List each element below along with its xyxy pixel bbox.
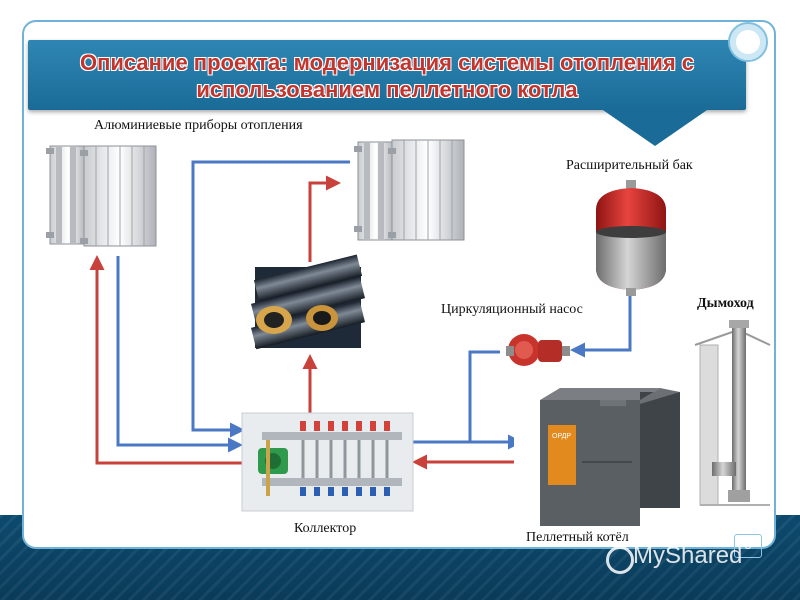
- radiator-left-icon: [42, 130, 162, 248]
- watermark-logo-icon: [606, 546, 634, 574]
- expansion-tank-icon: [596, 180, 666, 296]
- pipe-tank-to-pump: [570, 290, 632, 358]
- label-pump: Циркуляционный насос: [441, 302, 583, 317]
- radiator-right-icon: [350, 130, 472, 248]
- corner-ornament: [728, 22, 768, 62]
- page-number: 8: [734, 534, 762, 558]
- pellet-boiler-icon: ОРДР: [514, 380, 702, 530]
- pipe-return-right-radiator: [191, 160, 355, 438]
- label-boiler: Пеллетный котёл: [526, 530, 629, 545]
- boiler-brand-label: ОРДР: [552, 433, 571, 440]
- title-banner: Описание проекта: модернизация системы о…: [28, 40, 746, 110]
- pipe-to-pump: [468, 350, 508, 442]
- label-chimney: Дымоход: [697, 296, 754, 311]
- pipe-supply-left-radiator: [89, 255, 244, 465]
- circulation-pump-icon: [500, 330, 570, 372]
- label-expansion-tank: Расширительный бак: [566, 158, 693, 173]
- slide-title: Описание проекта: модернизация системы о…: [79, 50, 695, 102]
- chimney-icon: [690, 318, 772, 518]
- insulated-pipes-icon: [251, 254, 365, 350]
- label-collector: Коллектор: [294, 521, 357, 536]
- label-radiators: Алюминиевые приборы отопления: [94, 118, 303, 133]
- collector-icon: [241, 412, 414, 512]
- pipe-return-left-radiator: [116, 256, 243, 453]
- watermark-text: MyShared: [633, 542, 743, 569]
- supply-pipes: [89, 175, 520, 470]
- banner-tail: [600, 108, 710, 146]
- pipe-supply-right-radiator: [308, 175, 341, 262]
- return-pipes: [116, 160, 632, 453]
